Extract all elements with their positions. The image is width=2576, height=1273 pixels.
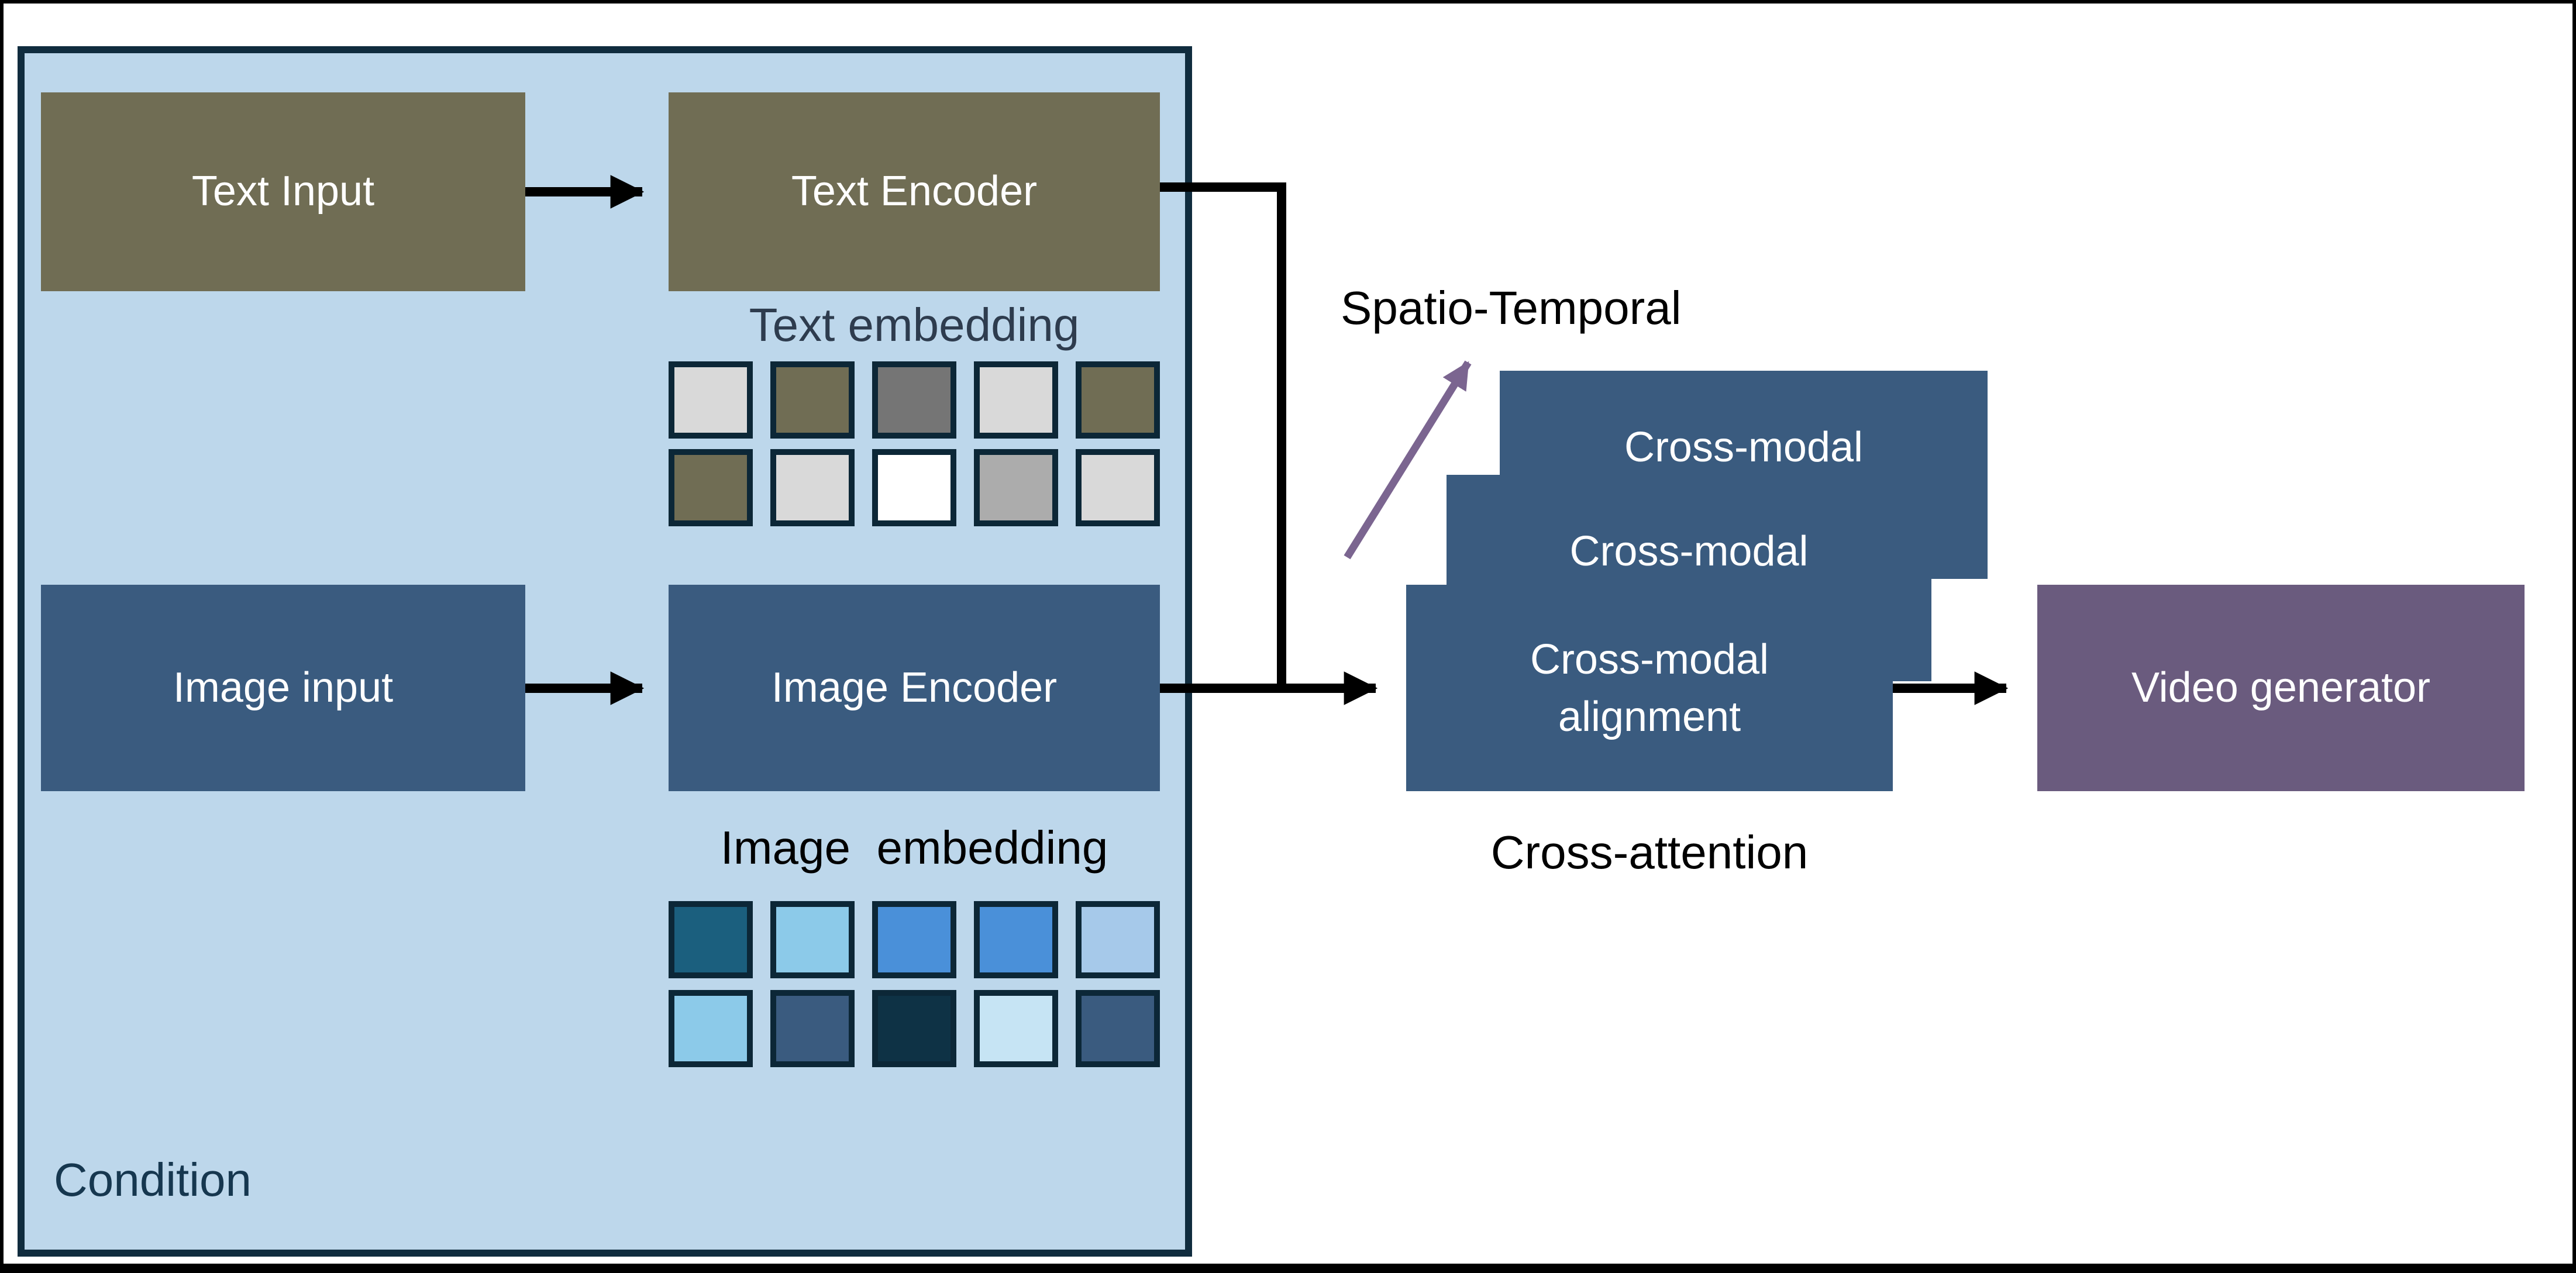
image-embedding-label: Image embedding [720, 822, 1108, 874]
embedding-cell [770, 361, 855, 439]
cross-modal-alignment-box: Cross-modal alignment [1406, 585, 1893, 791]
cross-modal-front-label-line2: alignment [1558, 693, 1741, 740]
image-encoder-box: Image Encoder [669, 585, 1160, 791]
cross-modal-middle-label: Cross-modal [1569, 528, 1809, 575]
text-embedding-label: Text embedding [749, 299, 1080, 351]
embedding-cell [1076, 449, 1160, 526]
embedding-cell [1076, 990, 1160, 1067]
embedding-cell [872, 361, 956, 439]
text-input-label: Text Input [191, 168, 375, 215]
cross-attention-caption: Cross-attention [1490, 826, 1809, 878]
cross-modal-back-label: Cross-modal [1624, 424, 1864, 471]
embedding-cell [669, 990, 753, 1067]
condition-panel: Text Input Text Encoder Text embedding I… [18, 46, 1192, 1257]
image-embedding-grid [669, 901, 1160, 1067]
embedding-cell [974, 449, 1058, 526]
text-input-box: Text Input [41, 92, 525, 291]
embedding-cell [1076, 361, 1160, 439]
embedding-cell [872, 990, 956, 1067]
embedding-cell [872, 901, 956, 978]
text-encoder-label: Text Encoder [791, 168, 1038, 215]
embedding-cell [669, 449, 753, 526]
video-generator-label: Video generator [2131, 664, 2431, 711]
embedding-cell [669, 361, 753, 439]
video-generator-box: Video generator [2037, 585, 2525, 791]
image-input-label: Image input [173, 664, 394, 711]
embedding-cell [669, 901, 753, 978]
spatio-temporal-label: Spatio-Temporal [1341, 282, 1682, 334]
text-embedding-grid [669, 361, 1160, 526]
cross-modal-front-label-line1: Cross-modal [1530, 636, 1769, 683]
embedding-cell [1076, 901, 1160, 978]
embedding-cell [974, 901, 1058, 978]
embedding-cell [770, 901, 855, 978]
embedding-cell [872, 449, 956, 526]
condition-label: Condition [54, 1154, 252, 1206]
image-encoder-label: Image Encoder [771, 664, 1058, 711]
embedding-cell [770, 449, 855, 526]
embedding-cell [974, 990, 1058, 1067]
embedding-cell [770, 990, 855, 1067]
embedding-cell [974, 361, 1058, 439]
text-encoder-box: Text Encoder [669, 92, 1160, 291]
image-input-box: Image input [41, 585, 525, 791]
